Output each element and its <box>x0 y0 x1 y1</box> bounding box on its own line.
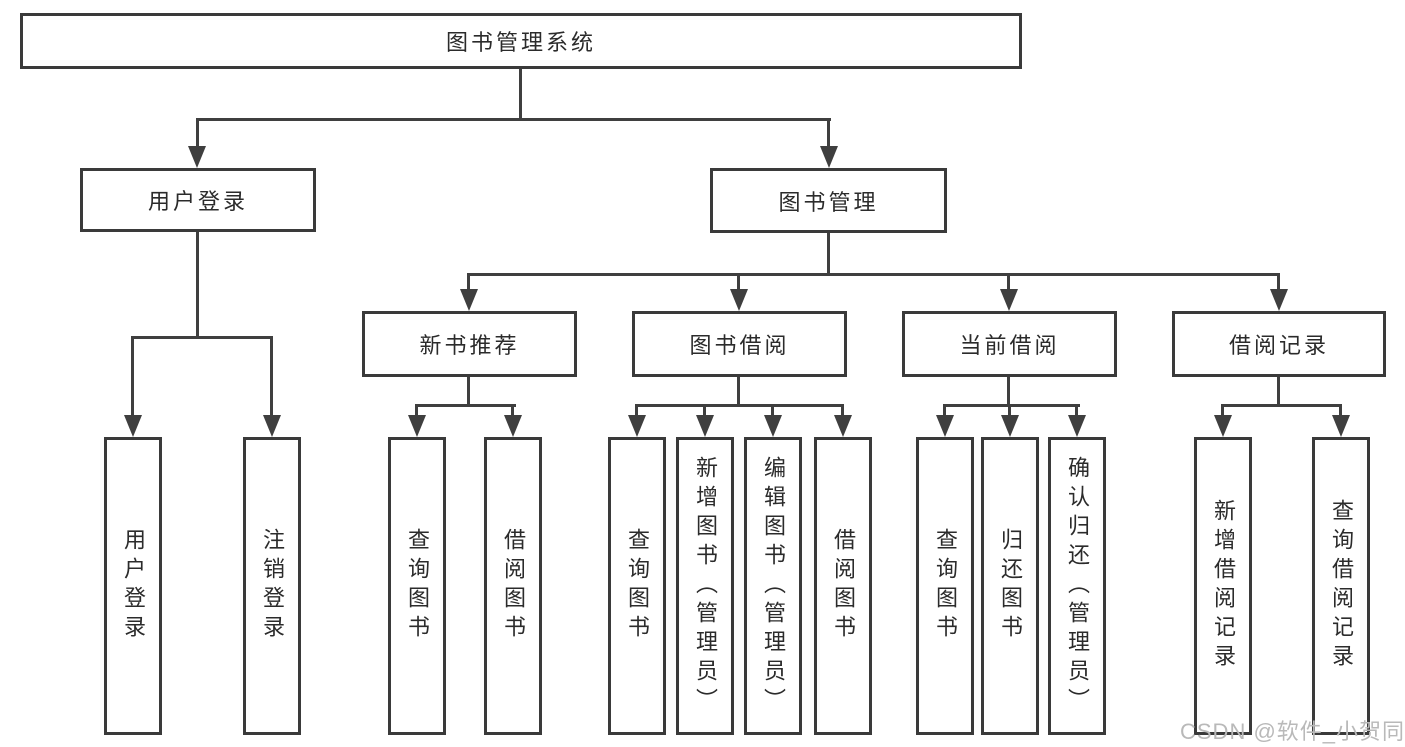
arrowhead-icon <box>188 146 206 168</box>
connector-line <box>943 404 1080 407</box>
connector-line <box>1075 404 1078 419</box>
node-query-borrow-record: 查询借阅记录 <box>1312 437 1370 735</box>
arrowhead-icon <box>764 415 782 437</box>
connector-line <box>511 404 514 419</box>
connector-line <box>1007 377 1010 407</box>
connector-line <box>635 404 844 407</box>
connector-line <box>1008 404 1011 419</box>
arrowhead-icon <box>696 415 714 437</box>
connector-line <box>131 336 134 419</box>
connector-line <box>737 273 740 293</box>
connector-line <box>1277 377 1280 407</box>
connector-line <box>196 232 199 338</box>
arrowhead-icon <box>408 415 426 437</box>
connector-line <box>196 118 831 121</box>
connector-line <box>467 377 470 407</box>
node-query-books-1: 查询图书 <box>388 437 446 735</box>
arrowhead-icon <box>124 415 142 437</box>
connector-line <box>415 404 418 419</box>
connector-line <box>519 69 522 120</box>
connector-line <box>467 273 470 293</box>
arrowhead-icon <box>504 415 522 437</box>
arrowhead-icon <box>460 289 478 311</box>
node-query-books-2: 查询图书 <box>608 437 666 735</box>
node-library-system: 图书管理系统 <box>20 13 1022 69</box>
node-borrow-books-2: 借阅图书 <box>814 437 872 735</box>
connector-line <box>131 336 273 339</box>
connector-line <box>737 377 740 407</box>
connector-line <box>467 273 1280 276</box>
arrowhead-icon <box>628 415 646 437</box>
connector-line <box>270 336 273 419</box>
node-query-books-3: 查询图书 <box>916 437 974 735</box>
arrowhead-icon <box>263 415 281 437</box>
node-new-book-recommend: 新书推荐 <box>362 311 577 377</box>
watermark: CSDN @软件_小贺同学 <box>1180 719 1405 744</box>
connector-line <box>196 118 199 150</box>
node-borrow-books-1: 借阅图书 <box>484 437 542 735</box>
connector-line <box>771 404 774 419</box>
node-add-book-admin: 新增图书（管理员） <box>676 437 734 735</box>
connector-line <box>1221 404 1342 407</box>
node-edit-book-admin: 编辑图书（管理员） <box>744 437 802 735</box>
connector-line <box>703 404 706 419</box>
arrowhead-icon <box>1068 415 1086 437</box>
arrowhead-icon <box>1214 415 1232 437</box>
connector-line <box>635 404 638 419</box>
connector-line <box>841 404 844 419</box>
node-logout: 注销登录 <box>243 437 301 735</box>
connector-line <box>1277 273 1280 293</box>
node-book-borrow: 图书借阅 <box>632 311 847 377</box>
node-user-login: 用户登录 <box>104 437 162 735</box>
arrowhead-icon <box>1270 289 1288 311</box>
connector-line <box>827 233 830 276</box>
node-confirm-return-admin: 确认归还（管理员） <box>1048 437 1106 735</box>
connector-line <box>827 118 830 150</box>
arrowhead-icon <box>820 146 838 168</box>
node-book-management: 图书管理 <box>710 168 947 233</box>
connector-line <box>415 404 516 407</box>
node-current-borrow: 当前借阅 <box>902 311 1117 377</box>
node-add-borrow-record: 新增借阅记录 <box>1194 437 1252 735</box>
arrowhead-icon <box>1000 289 1018 311</box>
arrowhead-icon <box>1001 415 1019 437</box>
arrowhead-icon <box>936 415 954 437</box>
node-return-book: 归还图书 <box>981 437 1039 735</box>
connector-line <box>1007 273 1010 293</box>
connector-line <box>1221 404 1224 419</box>
connector-line <box>943 404 946 419</box>
arrowhead-icon <box>730 289 748 311</box>
arrowhead-icon <box>1332 415 1350 437</box>
node-user-login-group: 用户登录 <box>80 168 316 232</box>
arrowhead-icon <box>834 415 852 437</box>
node-borrow-records: 借阅记录 <box>1172 311 1386 377</box>
connector-line <box>1339 404 1342 419</box>
